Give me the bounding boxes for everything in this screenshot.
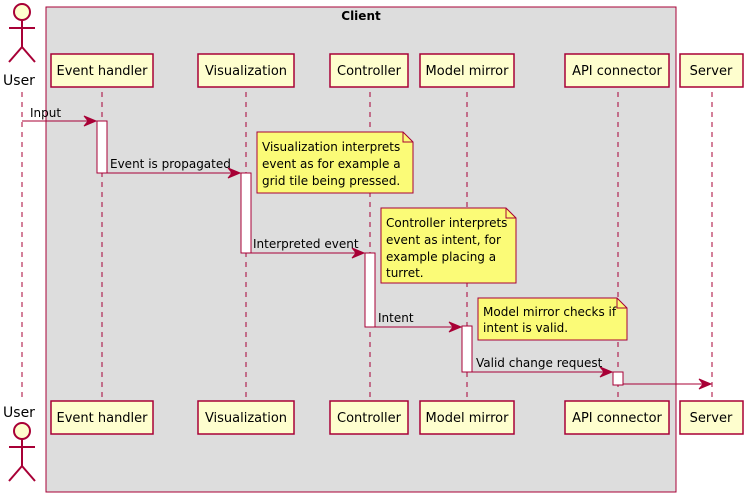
client-box-label: Client: [341, 9, 381, 23]
participant-controller-bottom: [329, 400, 409, 435]
message-label: Valid change request: [476, 356, 603, 370]
activation-visualization: [240, 172, 252, 254]
message-label: Intent: [378, 311, 414, 325]
activation-api-connector: [612, 371, 624, 386]
activation-event-handler: [96, 120, 108, 174]
activations: [96, 120, 624, 386]
actor-user-top: [8, 3, 36, 63]
participant-label: Visualization: [205, 411, 287, 426]
arrowhead-icon: [448, 321, 463, 333]
participant-label: Event handler: [56, 64, 148, 79]
participant-label: Server: [690, 411, 733, 426]
note-line: Model mirror checks if: [483, 305, 617, 319]
participant-api-connector-top: [564, 53, 670, 88]
note-line: Controller interprets: [386, 216, 507, 230]
activation-controller: [364, 252, 376, 328]
participant-label: API connector: [572, 64, 662, 79]
actor-user-top-label: User: [3, 73, 35, 89]
arrowhead-icon: [599, 366, 614, 378]
participant-label: Controller: [337, 411, 402, 426]
participant-api-connector-bottom: [564, 400, 670, 435]
actor-user-bottom: [8, 422, 36, 482]
note-controller: Controller interprets event as intent, f…: [380, 207, 517, 284]
note-line: event as intent, for: [386, 233, 501, 247]
participant-model-mirror-top: [419, 53, 515, 88]
participant-server-top: [679, 53, 744, 88]
participant-model-mirror-bottom: [419, 400, 515, 435]
participant-label: Visualization: [205, 64, 287, 79]
note-line: example placing a: [386, 250, 496, 264]
messages: [22, 115, 713, 390]
note-line: event as for example a: [262, 157, 401, 171]
note-line: Visualization interprets: [262, 140, 400, 154]
message-label: Event is propagated: [110, 157, 231, 171]
note-line: grid tile being pressed.: [262, 174, 400, 188]
arrowhead-icon: [698, 378, 713, 390]
note-visualization: Visualization interprets event as for ex…: [256, 131, 414, 194]
participant-controller-top: [329, 53, 409, 88]
note-model-mirror: Model mirror checks if intent is valid.: [477, 297, 628, 341]
participant-server-bottom: [679, 400, 744, 435]
participant-visualization-bottom: [197, 400, 295, 435]
participant-event-handler-top: [50, 53, 154, 88]
participant-event-handler-bottom: [50, 400, 154, 435]
actor-head-icon: [13, 3, 31, 21]
participant-label: Server: [690, 64, 733, 79]
actor-user-bottom-label: User: [3, 405, 35, 421]
activation-model-mirror: [461, 325, 473, 373]
arrowhead-icon: [227, 167, 242, 179]
participant-label: Controller: [337, 64, 402, 79]
participants-bottom: [50, 400, 744, 435]
participant-visualization-top: [197, 53, 295, 88]
participants-top: [50, 53, 744, 88]
arrowhead-icon: [351, 247, 366, 259]
participant-label: Model mirror: [426, 64, 510, 79]
arrowhead-icon: [83, 115, 98, 127]
actor-head-icon: [13, 422, 31, 440]
note-line: turret.: [386, 266, 424, 280]
participant-label: Event handler: [56, 411, 148, 426]
message-label: Input: [30, 106, 61, 120]
message-label: Interpreted event: [253, 237, 359, 251]
note-line: intent is valid.: [483, 321, 568, 335]
participant-label: API connector: [572, 411, 662, 426]
participant-label: Model mirror: [426, 411, 510, 426]
